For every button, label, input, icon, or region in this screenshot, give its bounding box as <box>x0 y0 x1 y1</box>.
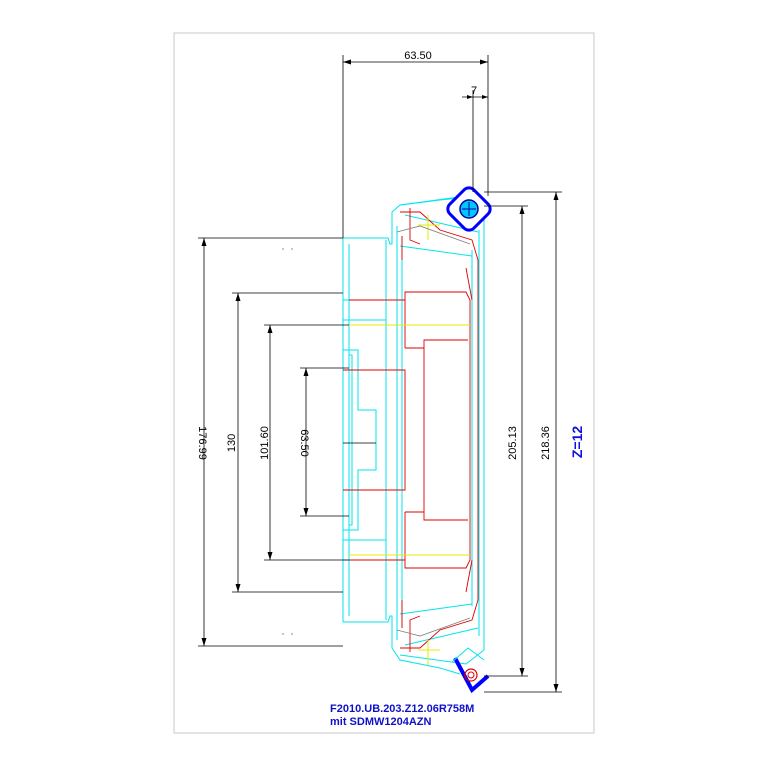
insert-top <box>446 186 492 232</box>
detail-lines <box>282 225 471 637</box>
teeth-count-label: Z=12 <box>569 426 585 459</box>
dimension-offset-small: 7 <box>462 85 488 192</box>
dim-label-dia-outer: 218.36 <box>540 426 552 460</box>
hidden-lines <box>343 208 479 652</box>
dim-label-dia-3: 101.60 <box>259 426 271 460</box>
dim-label-offset-small: 7 <box>471 85 477 97</box>
caption-line-1: F2010.UB.203.Z12.06R758M <box>330 703 474 715</box>
dimension-width-total: 63.50 <box>342 50 489 238</box>
insert-bottom <box>451 647 490 694</box>
dim-label-dia-4: 63.50 <box>298 429 310 457</box>
dimension-dia-4: 63.50 <box>298 367 349 517</box>
dim-label-dia-2: 130 <box>226 434 238 452</box>
dimension-dia-cut: 205.13 <box>484 205 528 677</box>
dimension-dia-2: 130 <box>226 292 343 593</box>
cutter-body-outline <box>342 195 485 675</box>
dimension-dia-outer: 218.36 <box>484 191 562 693</box>
dimension-dia-1: 176.99 <box>196 237 343 647</box>
drawing-frame <box>173 32 595 734</box>
dim-label-width-total: 63.50 <box>404 50 432 62</box>
center-lines <box>349 215 470 665</box>
caption-line-2: mit SDMW1204AZN <box>330 716 432 728</box>
dim-label-dia-cut: 205.13 <box>507 426 519 460</box>
dim-label-dia-1: 176.99 <box>196 426 208 460</box>
dimension-dia-3: 101.60 <box>259 324 349 561</box>
